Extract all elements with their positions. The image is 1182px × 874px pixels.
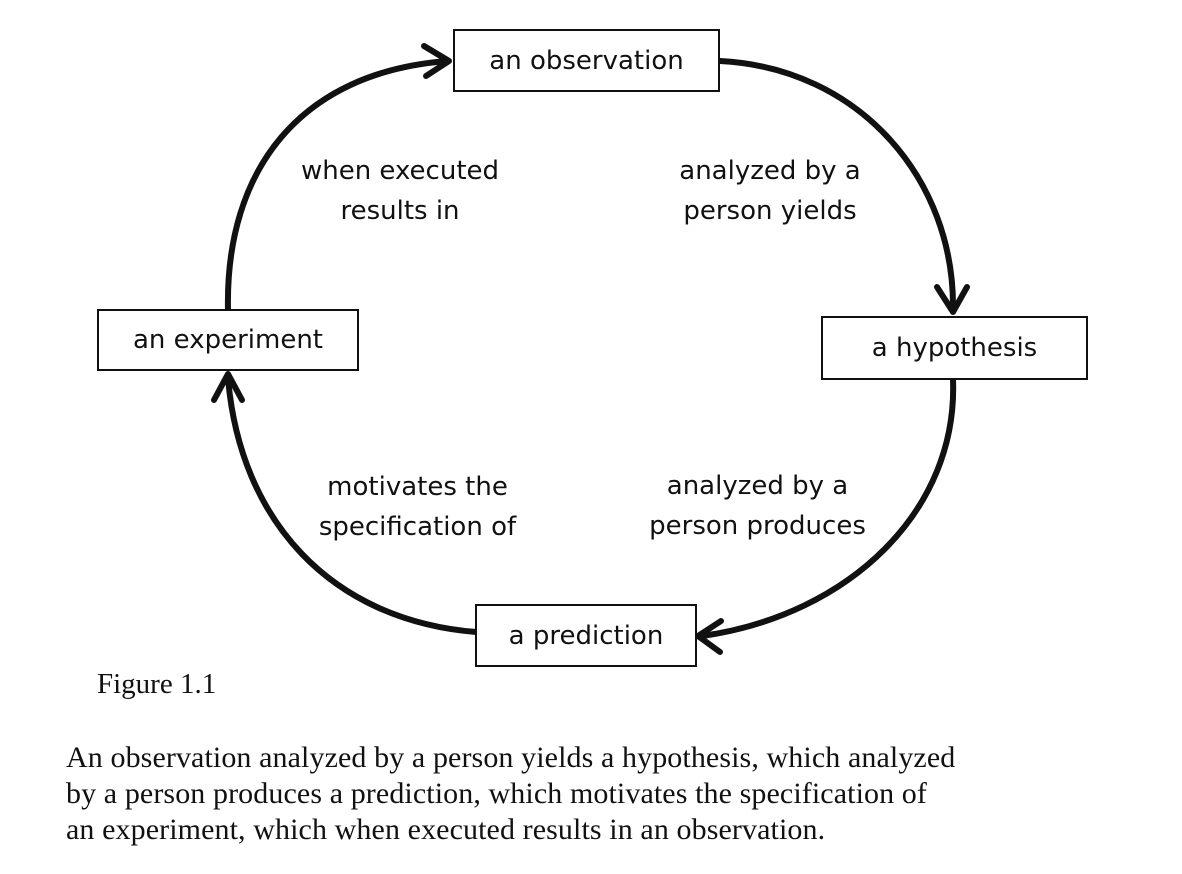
arrowhead-hypothesis [934,284,970,315]
arrowhead-experiment [211,371,245,403]
figure-label: Figure 1.1 [97,668,217,700]
arrow-hypothesis-to-prediction [699,377,957,639]
node-prediction: a prediction [475,604,697,667]
edge-label-line: person yields [683,196,857,226]
edge-label-line: results in [340,196,460,226]
node-hypothesis: a hypothesis [821,316,1088,380]
edge-label-line: analyzed by a [666,471,849,501]
edge-label-line: specification of [318,512,517,542]
edge-label-line: analyzed by a [679,156,861,186]
node-observation: an observation [453,29,720,92]
arrow-prediction-to-experiment [225,375,479,635]
edge-label-line: person produces [649,511,866,541]
edge-label-yields: analyzed by a person yields [660,151,880,231]
caption-line: by a person produces a prediction, which… [66,777,928,810]
edge-label-motivates: motivates the specification of [300,467,535,547]
arrow-observation-to-hypothesis [717,58,957,313]
arrowhead-observation [421,43,452,79]
figure-caption: An observation analyzed by a person yiel… [66,740,1056,848]
caption-line: An observation analyzed by a person yiel… [66,741,956,774]
edge-label-line: when executed [300,156,500,186]
caption-line: an experiment, which when executed resul… [66,813,826,846]
edge-label-results-in: when executed results in [285,151,515,231]
edge-label-line: motivates the [327,472,508,502]
arrow-experiment-to-observation [224,58,451,313]
edge-label-produces: analyzed by a person produces [630,466,885,546]
node-experiment: an experiment [97,309,359,371]
arrowhead-prediction [695,618,724,655]
